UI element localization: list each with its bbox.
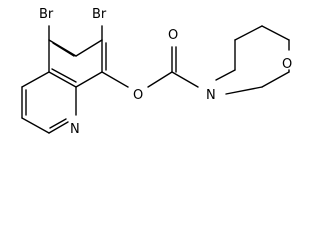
bond-carbonyl-c-n — [171, 71, 199, 88]
bond-c8-c8a — [75, 71, 103, 88]
atom-label-br1: Br — [39, 7, 54, 22]
bond-n-c-right-upper — [215, 69, 236, 81]
bond-c-lower-to-n — [225, 86, 263, 95]
diagram-background — [0, 0, 300, 152]
bond-c3-c2 — [21, 117, 50, 134]
bond-c2-n1-double — [49, 118, 67, 129]
atom-label-o-ester: O — [133, 88, 143, 103]
bond-c2-n1 — [48, 121, 69, 134]
bond-c8a-c4a-double — [51, 68, 77, 83]
atom-label-n-morpholine: N — [206, 88, 216, 103]
bond-o-carbonyl-c — [147, 71, 173, 88]
bond-c4a-c4 — [21, 71, 50, 88]
bond-c8a-c4a — [48, 71, 77, 88]
chemical-structure-diagram: Br Br N O O N O — [0, 0, 300, 152]
bonds — [21, 25, 290, 134]
bond-c-o-top — [234, 25, 263, 41]
molecule-canvas: Br Br N O O N O — [0, 0, 300, 152]
atom-label-n-quinoline: N — [70, 122, 80, 137]
atom-label-br2: Br — [92, 7, 107, 22]
atom-label-o-carbonyl: O — [168, 28, 178, 43]
bond-c5-c6-double — [52, 42, 75, 57]
atom-labels: Br Br N O O N O — [39, 7, 292, 137]
bond-c-top-right — [261, 25, 290, 41]
bond-c-lower-right — [261, 71, 290, 88]
atom-label-o-morpholine: O — [282, 57, 292, 72]
bond-c8-o — [101, 71, 129, 88]
bond-c6-c7 — [75, 39, 103, 57]
